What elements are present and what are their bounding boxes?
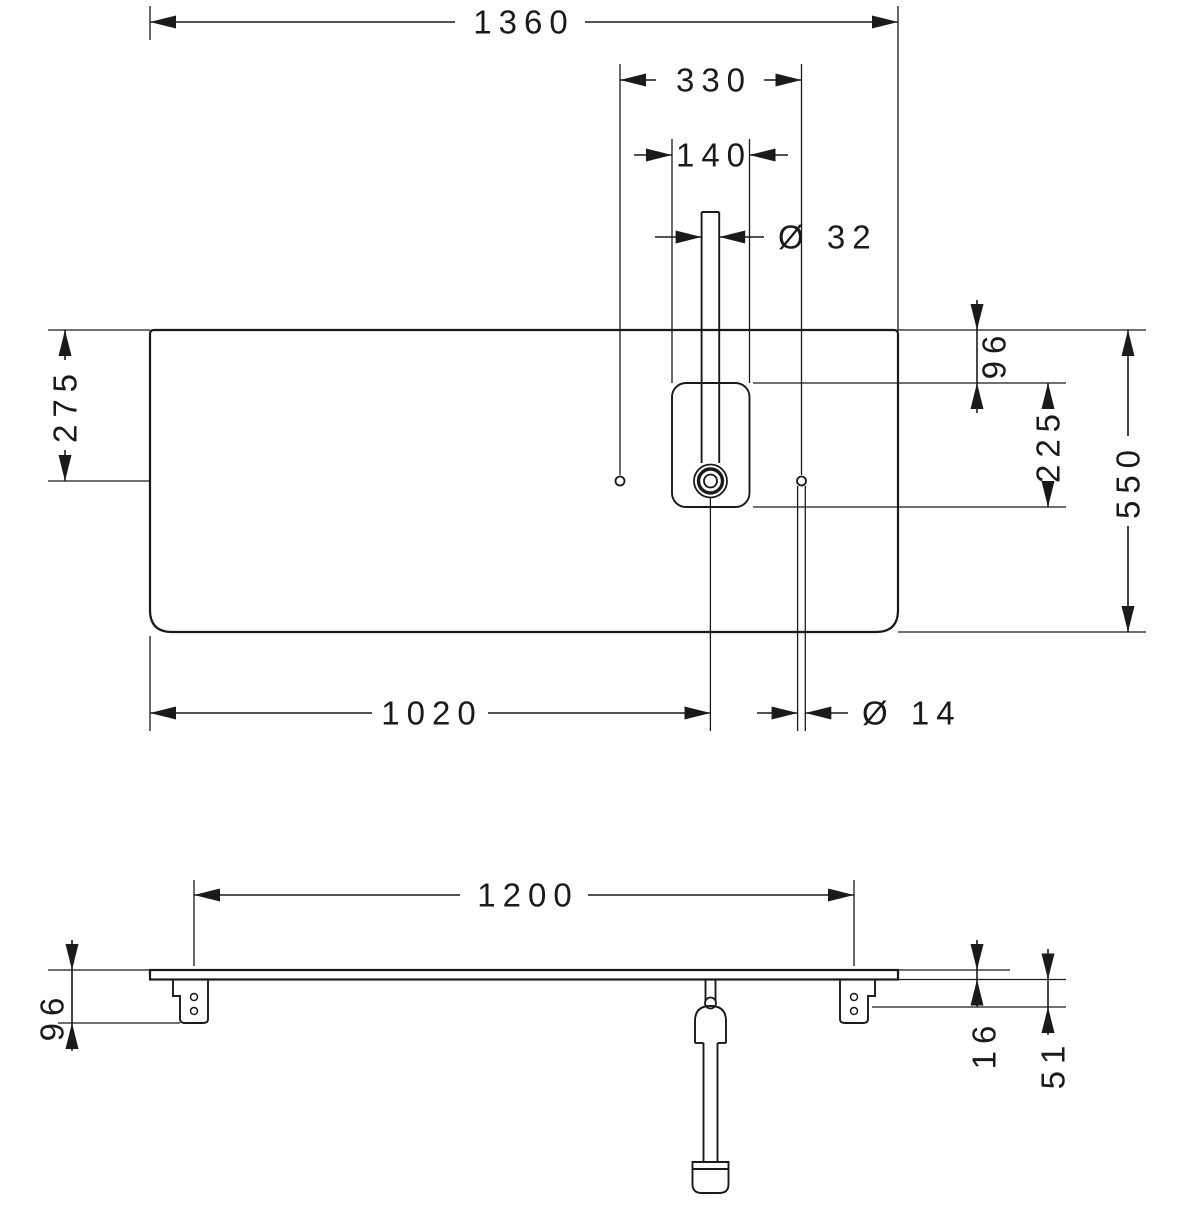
dim-overall-depth: 550 <box>1110 330 1147 632</box>
dim-left-to-drain: 1020 <box>150 695 711 732</box>
dim-back-to-cutout-label: 96 <box>976 329 1013 380</box>
dim-arrow <box>684 706 711 720</box>
dim-cutout-width-label: 140 <box>676 137 752 174</box>
fixing-hole-left <box>614 475 626 487</box>
front-view: 1200 96 16 51 <box>34 877 1072 1194</box>
dim-arrow <box>970 979 984 1006</box>
bracket-outline <box>839 978 876 1024</box>
dim-arrow <box>1041 481 1055 507</box>
dim-arrow <box>872 15 898 29</box>
top-view: 1360 330 140 Ø 32 <box>47 4 1147 732</box>
drain <box>693 463 728 499</box>
dim-arrow <box>1041 1007 1055 1033</box>
dim-overall-depth-label: 550 <box>1110 443 1147 519</box>
dim-arrow <box>805 706 832 720</box>
dim-arrow <box>65 1023 79 1049</box>
dim-arrow <box>719 230 746 244</box>
bracket-outline <box>172 978 209 1024</box>
dim-arrow <box>58 455 72 481</box>
dim-tap-hole-diameter: Ø 32 <box>655 219 878 256</box>
dim-hole-spacing: 330 <box>620 62 802 99</box>
bracket-hole <box>849 1006 859 1016</box>
dim-tap-hole-diameter-label: Ø 32 <box>778 219 878 256</box>
drain-ring <box>696 467 725 495</box>
dim-cutout-length-label: 225 <box>1030 407 1067 483</box>
trap-cup <box>691 1161 730 1194</box>
dim-arrow <box>828 888 854 902</box>
dim-plate-thickness: 16 <box>966 940 1003 1069</box>
dim-back-to-hole-axis: 275 <box>47 330 84 481</box>
extension-lines <box>48 6 1146 731</box>
dim-arrow <box>1121 330 1135 356</box>
dim-back-to-cutout: 96 <box>970 300 1013 413</box>
dim-arrow <box>775 73 802 87</box>
drain-trap <box>691 979 730 1194</box>
basin-cutout-outline <box>671 382 751 508</box>
drain-inner-circle <box>703 473 718 489</box>
dim-arrow <box>646 148 672 162</box>
dim-bracket-spacing-label: 1200 <box>477 877 578 914</box>
dim-arrow <box>194 888 220 902</box>
dim-arrow <box>65 944 79 970</box>
dim-fixing-hole-diameter-label: Ø 14 <box>862 695 962 732</box>
mounting-bracket-left <box>172 978 209 1024</box>
dim-arrow <box>771 706 798 720</box>
tap-hole-lines <box>700 211 721 463</box>
dim-arrow <box>675 230 702 244</box>
dim-fixing-hole-diameter: Ø 14 <box>757 695 962 732</box>
dim-arrow <box>970 944 984 970</box>
dim-bracket-spacing: 1200 <box>194 877 854 914</box>
dim-left-to-drain-label: 1020 <box>381 695 482 732</box>
dim-arrow <box>970 383 984 409</box>
dim-bracket-height-label: 51 <box>1035 1039 1072 1090</box>
dim-arrow <box>58 330 72 356</box>
mounting-bracket-right <box>839 978 876 1024</box>
dim-console-with-bracket-height-label: 96 <box>34 991 71 1042</box>
dim-plate-thickness-label: 16 <box>966 1019 1003 1070</box>
dim-arrow <box>749 148 776 162</box>
dim-arrow <box>150 706 176 720</box>
bracket-hole <box>849 992 859 1002</box>
fixing-hole-right <box>796 475 807 487</box>
dim-console-with-bracket-height: 96 <box>34 940 79 1051</box>
bracket-hole <box>189 1006 199 1016</box>
dim-cutout-length: 225 <box>1030 383 1067 507</box>
console-plate-front <box>148 968 900 981</box>
dim-overall-width: 1360 <box>150 4 898 41</box>
dim-arrow <box>970 304 984 330</box>
dim-hole-spacing-label: 330 <box>676 62 752 99</box>
countertop-outline <box>148 328 900 634</box>
dim-overall-width-label: 1360 <box>473 4 574 41</box>
bracket-hole <box>189 992 199 1002</box>
dim-bracket-height: 51 <box>1035 949 1072 1089</box>
trap-bend <box>694 1005 727 1043</box>
dim-arrow <box>1041 953 1055 980</box>
dim-arrow <box>150 15 176 29</box>
dim-cutout-width: 140 <box>634 137 788 174</box>
drain-outer-circle <box>693 463 728 499</box>
dim-arrow <box>620 73 646 87</box>
dim-back-to-hole-axis-label: 275 <box>47 367 84 443</box>
dim-arrow <box>1041 383 1055 409</box>
dim-arrow <box>1121 606 1135 632</box>
